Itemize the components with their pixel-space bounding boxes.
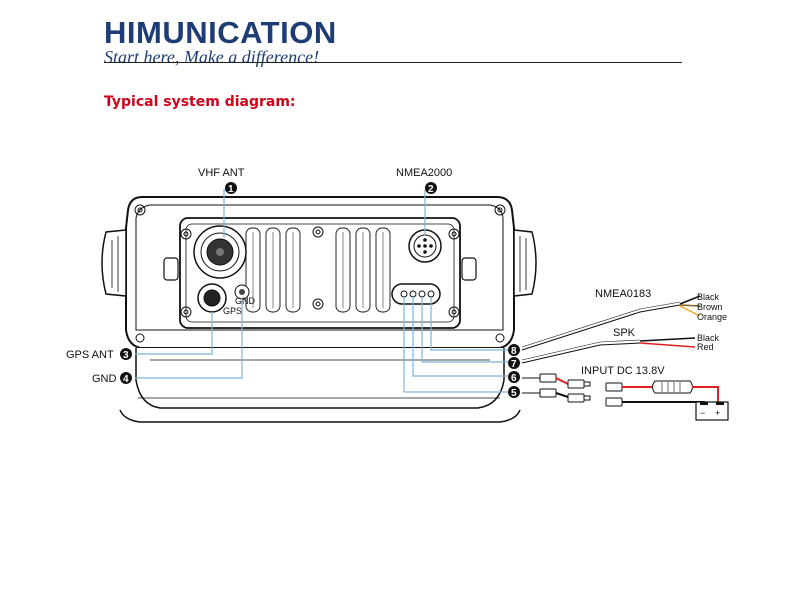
brand-tagline: Start here, Make a difference! bbox=[104, 47, 320, 67]
spk-label: SPK bbox=[613, 327, 636, 339]
callout-lines bbox=[135, 189, 508, 393]
nmea2000-label: NMEA2000 bbox=[396, 167, 452, 179]
vhf-ant-port bbox=[193, 225, 247, 279]
brand-title: HIMUNICATION bbox=[104, 15, 337, 50]
badge-4: 4 bbox=[123, 374, 129, 385]
power-cable bbox=[522, 373, 719, 407]
callout-2: NMEA2000 2 bbox=[396, 167, 452, 195]
nmea-wire-black: Black bbox=[697, 292, 720, 302]
nmea-wire-orange: Orange bbox=[697, 312, 727, 322]
brand-header: HIMUNICATION Start here, Make a differen… bbox=[104, 15, 337, 67]
nmea0183-label: NMEA0183 bbox=[595, 288, 651, 300]
spk-wire-black: Black bbox=[697, 333, 720, 343]
callout-3: GPS ANT 3 bbox=[66, 348, 132, 361]
callout-5: 5 bbox=[508, 386, 520, 399]
callout-4: GND 4 bbox=[92, 372, 132, 385]
callout-8: 8 bbox=[508, 344, 520, 357]
header-divider bbox=[104, 62, 682, 63]
spk-wire-red: Red bbox=[697, 342, 714, 352]
gnd-terminal bbox=[234, 284, 250, 300]
battery-minus: − bbox=[700, 408, 705, 418]
gps-port-label: GPS bbox=[223, 306, 242, 316]
badge-2: 2 bbox=[428, 184, 434, 195]
badge-5: 5 bbox=[511, 388, 517, 399]
badge-1: 1 bbox=[228, 184, 234, 195]
spk-cable bbox=[521, 337, 696, 364]
badge-6: 6 bbox=[511, 373, 517, 384]
callout-1: VHF ANT 1 bbox=[198, 167, 245, 195]
power-label: INPUT DC 13.8V bbox=[581, 365, 665, 377]
gnd-port-label: GND bbox=[235, 296, 256, 306]
nmea2000-port bbox=[408, 229, 442, 263]
gnd-label: GND bbox=[92, 373, 117, 385]
gps-ant-port bbox=[197, 283, 227, 313]
nmea-wire-brown: Brown bbox=[697, 302, 723, 312]
multi-cable-port bbox=[391, 283, 441, 305]
badge-8: 8 bbox=[511, 346, 517, 357]
vhf-ant-label: VHF ANT bbox=[198, 167, 245, 179]
callout-7: 7 bbox=[508, 357, 520, 370]
callout-6: 6 bbox=[508, 371, 520, 384]
nmea0183-cable bbox=[521, 295, 701, 351]
gps-ant-label: GPS ANT bbox=[66, 349, 114, 361]
battery: − + bbox=[695, 401, 729, 421]
battery-plus: + bbox=[715, 408, 720, 418]
badge-7: 7 bbox=[511, 359, 517, 370]
section-title: Typical system diagram: bbox=[104, 94, 296, 110]
badge-3: 3 bbox=[123, 350, 129, 361]
radio-rear-panel bbox=[101, 196, 537, 423]
